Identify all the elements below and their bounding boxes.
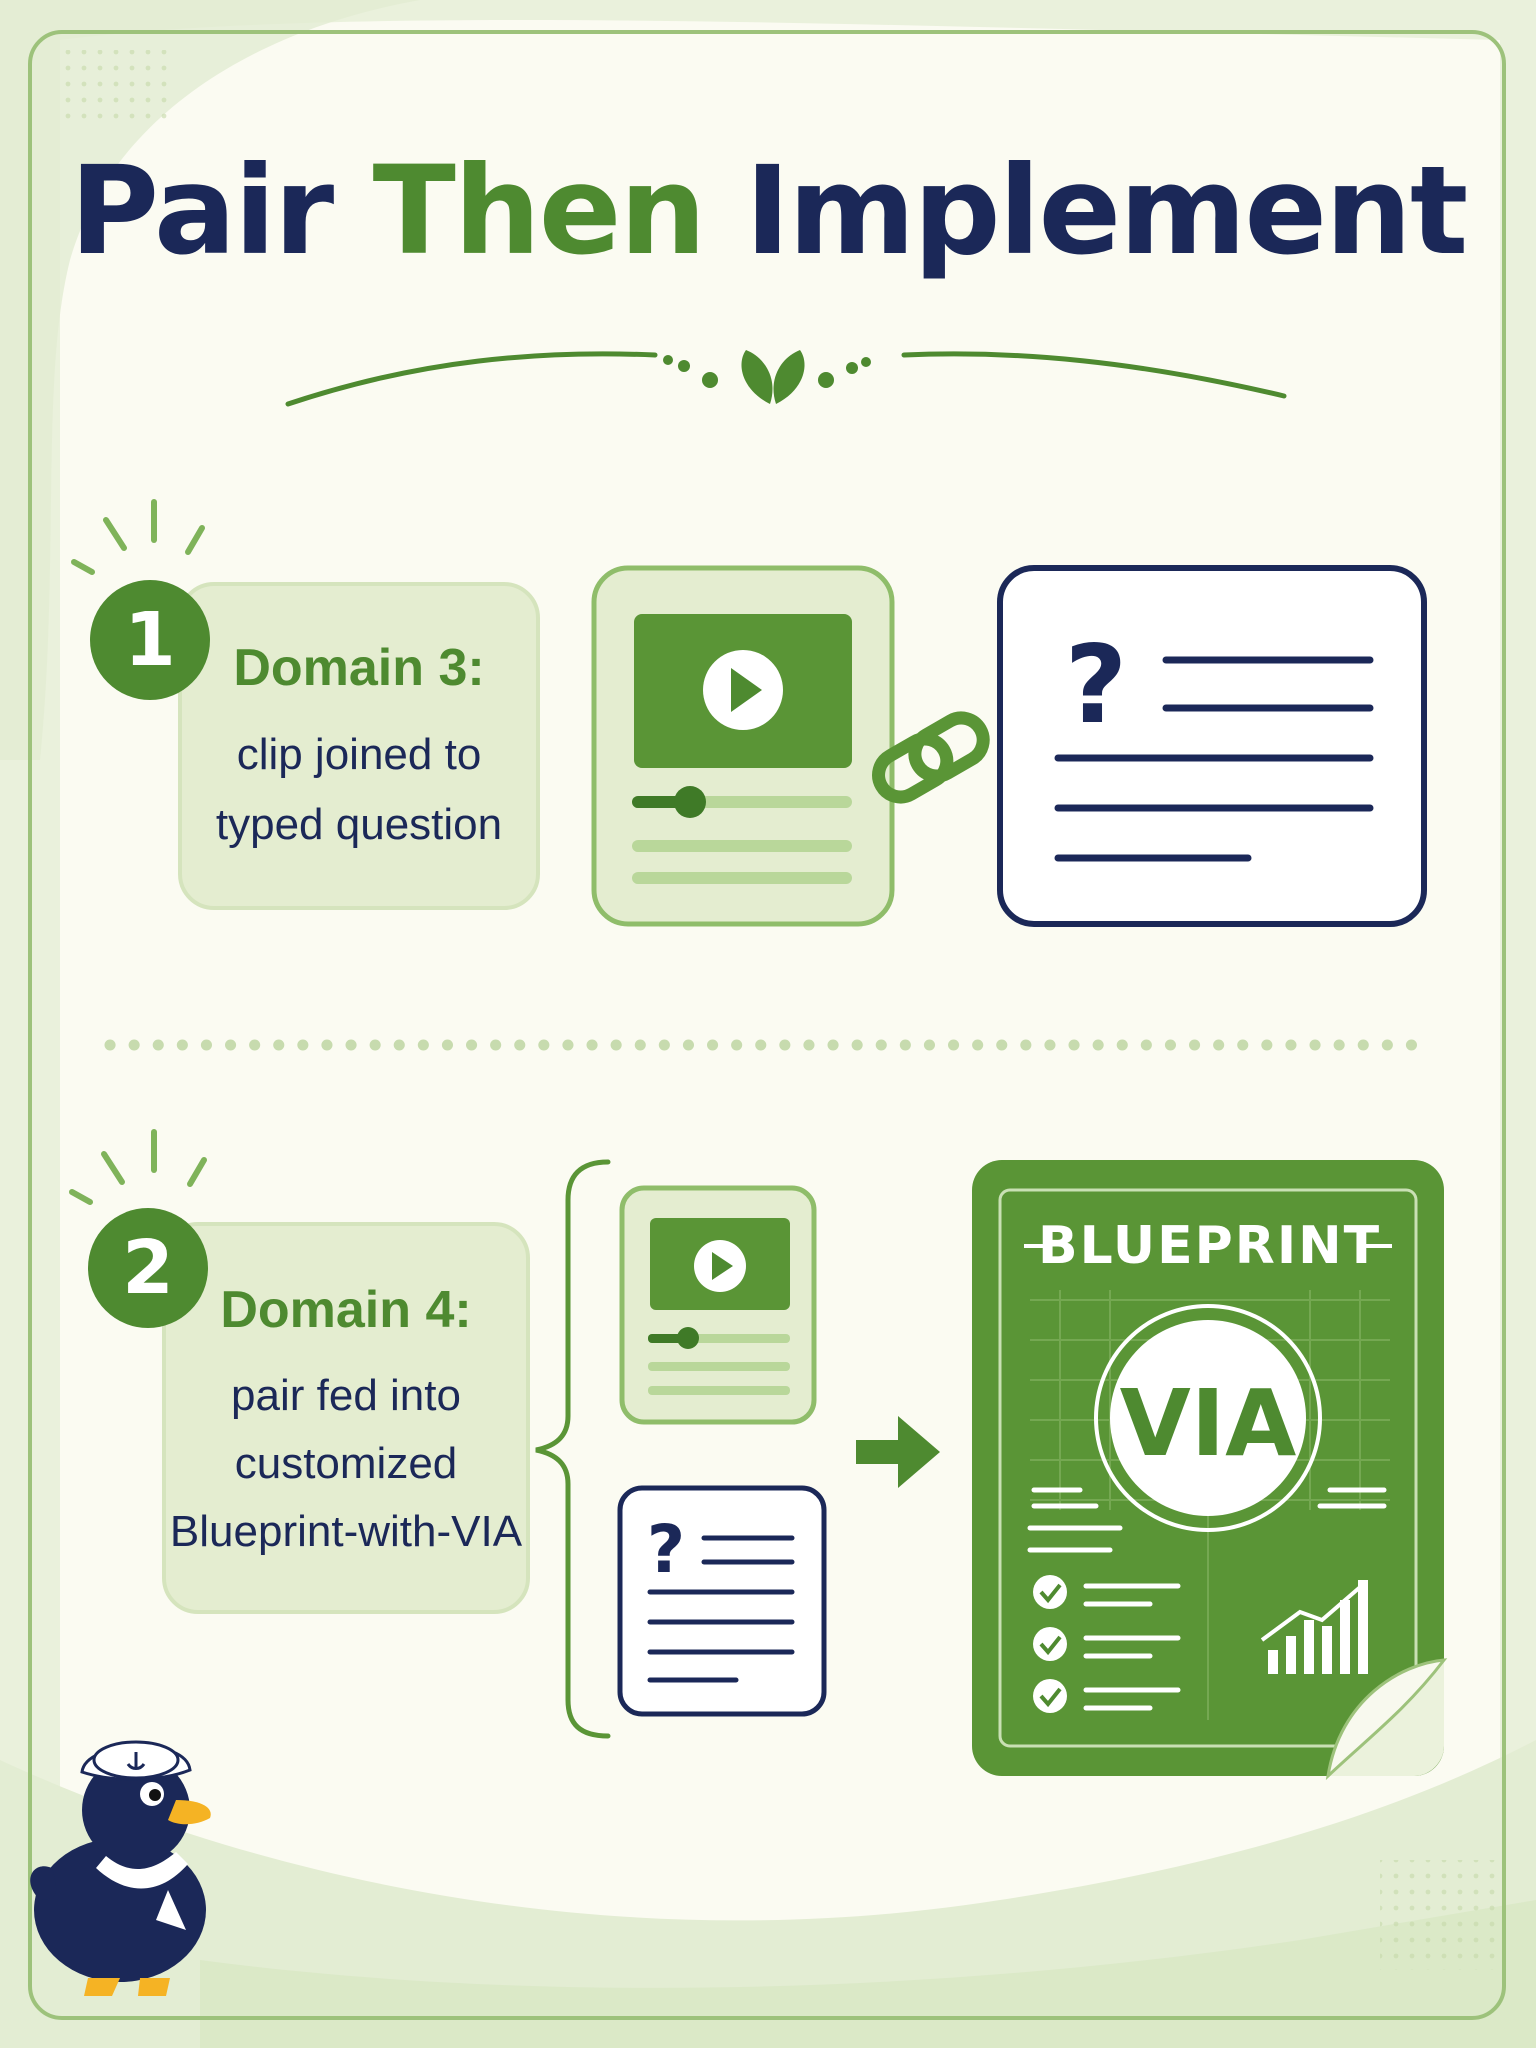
question-mark-icon: ? bbox=[1065, 623, 1128, 748]
chain-link-icon bbox=[872, 711, 990, 804]
title-word-then: Then bbox=[372, 140, 707, 282]
title-word-implement: Implement bbox=[744, 140, 1468, 282]
step1-heading: Domain 3: bbox=[233, 639, 485, 697]
step1-line-1: clip joined to bbox=[236, 730, 482, 779]
growth-chart-icon bbox=[1260, 1580, 1368, 1674]
page-title: Pair Then Implement bbox=[0, 150, 1536, 272]
arrow-right-icon bbox=[856, 1416, 940, 1488]
step2-label-card: Domain 4: pair fed into customized Bluep… bbox=[162, 1222, 530, 1614]
play-icon bbox=[731, 668, 762, 712]
step1-number-badge: 1 bbox=[90, 580, 210, 700]
via-badge: VIA bbox=[1119, 1370, 1297, 1477]
step2-number-badge: 2 bbox=[88, 1208, 208, 1328]
blueprint-document-icon bbox=[972, 1160, 1448, 1781]
checklist-icon bbox=[1033, 1575, 1181, 1713]
blueprint-label: BLUEPRINT bbox=[1038, 1216, 1382, 1276]
question-mark-small-icon: ? bbox=[647, 1511, 685, 1588]
question-small-icon: ? bbox=[617, 1485, 827, 1717]
step1-label-card: Domain 3: clip joined to typed question bbox=[178, 582, 540, 910]
title-word-pair: Pair bbox=[69, 140, 334, 282]
video-clip-small-icon bbox=[619, 1185, 817, 1425]
step2-line-1: pair fed into bbox=[231, 1371, 461, 1420]
step2-line-2: customized bbox=[234, 1439, 458, 1488]
step1-line-2: typed question bbox=[215, 800, 503, 849]
play-small-icon bbox=[712, 1252, 733, 1280]
video-clip-icon bbox=[591, 565, 895, 927]
step2-heading: Domain 4: bbox=[220, 1281, 472, 1339]
typed-question-icon: ? bbox=[997, 565, 1427, 927]
leaf-icon bbox=[741, 350, 773, 404]
page-frame bbox=[28, 30, 1506, 2020]
step2-line-3: Blueprint-with-VIA bbox=[169, 1507, 523, 1556]
brace-icon bbox=[535, 1159, 611, 1739]
